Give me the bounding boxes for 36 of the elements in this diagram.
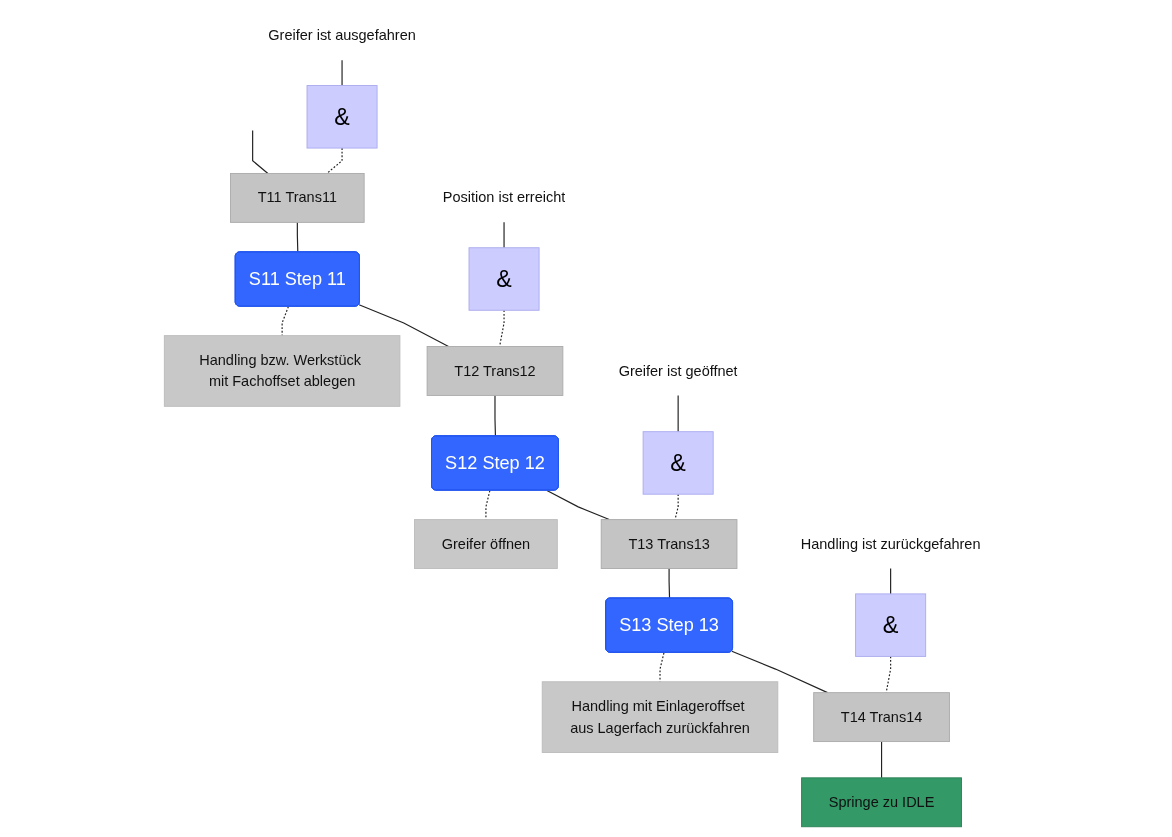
node-box [230, 172, 365, 223]
connector [546, 489, 610, 520]
node-text: Position ist erreicht [442, 189, 566, 205]
node-box [600, 518, 738, 569]
connector [885, 655, 892, 693]
node-box [642, 430, 714, 495]
node-box [163, 334, 401, 407]
connector [659, 651, 665, 682]
node-text: Handling ist zurückgefahren [800, 535, 981, 551]
diagram: Greifer ist ausgefahren & T11 Trans11 S11 Step 11 Handling bzw. Werkstück mit Fachoffset ablegen Position ist erreicht & T12 Trans12 S12 Step 12 Greifer öffnen Greifer ist geöffnet & T13 Trans13 S13 Step 13 Handling mit Einlageroffset aus Lagerfach zurückfahren Handling ist zurückgefahren & T14 Trans14 Springe zu IDLE [6, 3, 1166, 834]
node-box [426, 345, 564, 396]
connector [252, 129, 269, 174]
connector [281, 305, 289, 336]
node-box [801, 776, 962, 827]
connector [731, 650, 829, 693]
node-text: Greifer ist geöffnet [618, 362, 738, 378]
connector [674, 493, 679, 520]
connector [296, 221, 299, 253]
connector [494, 394, 497, 437]
node-box [414, 518, 558, 569]
connector [880, 740, 883, 778]
connector [890, 567, 892, 594]
node-box [855, 592, 927, 657]
connector [485, 489, 491, 520]
connector [499, 309, 505, 347]
node-box [541, 680, 779, 753]
node-text: Greifer ist ausgefahren [268, 27, 416, 43]
connector [668, 567, 671, 599]
node-box [813, 691, 950, 742]
connector [358, 303, 450, 347]
connector [326, 147, 343, 174]
connector [503, 221, 505, 248]
connector [677, 394, 679, 432]
connector [341, 59, 343, 86]
node-box [306, 84, 378, 149]
node-box [468, 246, 540, 311]
